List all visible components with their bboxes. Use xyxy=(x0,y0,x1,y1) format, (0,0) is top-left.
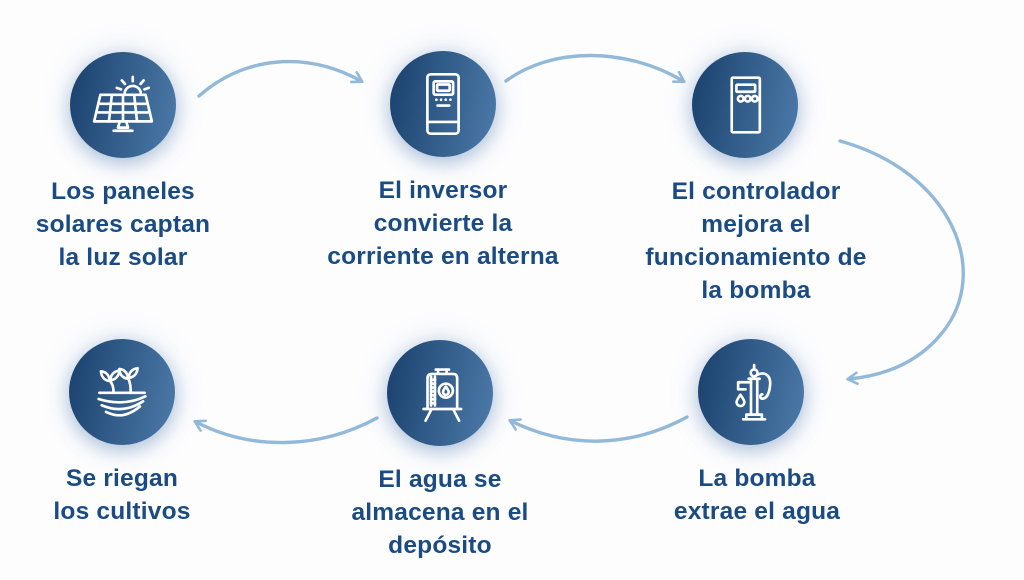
step-label-crops: Se riegan los cultivos xyxy=(53,465,191,525)
step-crops: Se riegan los cultivos xyxy=(12,339,232,528)
step-circle-controller xyxy=(692,52,798,158)
step-label-inverter: El inversor convierte la corriente en al… xyxy=(327,177,559,270)
crops-icon xyxy=(97,366,147,417)
step-inverter: El inversor convierte la corriente en al… xyxy=(308,51,578,273)
step-label-pump: La bomba extrae el agua xyxy=(673,465,841,525)
step-circle-pump xyxy=(698,339,804,445)
step-controller: El controlador mejora el funcionamiento … xyxy=(626,52,886,307)
step-circle-inverter xyxy=(390,51,496,157)
step-circle-tank xyxy=(387,340,493,446)
step-label-solar-panels: Los paneles solares captan la luz solar xyxy=(35,178,211,271)
step-circle-crops xyxy=(69,339,175,445)
step-pump: La bomba extrae el agua xyxy=(647,339,867,528)
step-solar-panels: Los paneles solares captan la luz solar xyxy=(8,52,238,274)
controller-icon xyxy=(730,76,762,134)
step-label-tank: El agua se almacena en el depósito xyxy=(351,466,529,559)
solar-panel-icon xyxy=(92,75,154,133)
step-label-controller: El controlador mejora el funcionamiento … xyxy=(645,178,867,304)
inverter-icon xyxy=(426,73,460,135)
step-circle-solar-panels xyxy=(70,52,176,158)
step-tank: El agua se almacena en el depósito xyxy=(315,340,565,562)
water-pump-icon xyxy=(735,363,772,421)
water-tank-icon xyxy=(422,368,463,423)
